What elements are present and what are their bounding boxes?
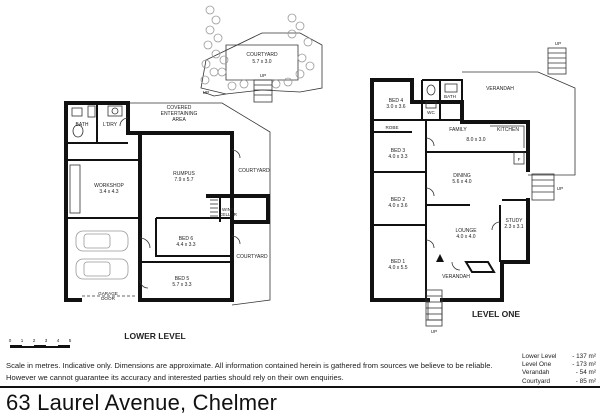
bed4-dims: 3.0 x 3.6	[386, 104, 405, 110]
garage-cars	[75, 230, 129, 280]
area-row: Lower Level - 137 m²	[522, 353, 596, 361]
upper-bath-label: BATH	[444, 94, 456, 99]
workshop-name: WORKSHOP	[94, 183, 124, 189]
lower-level-title: LOWER LEVEL	[124, 331, 185, 341]
bed4-name: BED 4	[389, 98, 404, 104]
lounge-dims: 4.0 x 4.0	[456, 234, 475, 240]
north-arrow-icon	[436, 254, 444, 262]
bed3-dims: 4.0 x 3.3	[388, 154, 407, 160]
garage-door-2: DOOR	[101, 296, 115, 301]
dining-dims: 5.6 x 4.0	[452, 179, 471, 185]
area-label: Level One	[522, 361, 552, 369]
fridge-label: F	[518, 157, 521, 162]
area-row: Verandah - 54 m²	[522, 369, 596, 377]
bed1-name: BED 1	[391, 259, 406, 265]
area-value: - 173 m²	[572, 361, 596, 369]
wc-label: WC	[427, 110, 435, 115]
bed6-dims: 4.4 x 3.3	[176, 242, 195, 248]
workshop-dims: 3.4 x 4.3	[99, 189, 118, 195]
garden-plants	[200, 5, 315, 91]
lower-bath: BATH	[76, 122, 89, 128]
lower-up-label: UP	[203, 90, 209, 95]
upper-bath-fixtures	[425, 83, 458, 109]
south-stairs	[425, 289, 443, 327]
area-value: - 85 m²	[575, 377, 596, 385]
bed2-name: BED 2	[391, 197, 406, 203]
north-stairs-up: UP	[555, 41, 561, 46]
area-row: Level One - 173 m²	[522, 361, 596, 369]
area-label: Lower Level	[522, 353, 557, 360]
area-label: Verandah	[522, 369, 550, 377]
courtyard-top-dims: 5.7 x 3.0	[252, 59, 271, 65]
level-one-title: LEVEL ONE	[472, 309, 520, 319]
verandah-top: VERANDAH	[486, 86, 514, 92]
lounge-name: LOUNGE	[455, 228, 477, 234]
area-value: - 54 m²	[575, 369, 596, 377]
east-stairs	[531, 173, 555, 201]
disclaimer: Scale in metres. Indicative only. Dimens…	[6, 361, 493, 382]
south-stairs-up: UP	[431, 329, 437, 334]
scale-tick-1: 1	[21, 338, 24, 343]
lower-laundry: L'DRY	[103, 122, 118, 128]
workbench	[69, 164, 81, 214]
courtyard-south: COURTYARD	[236, 254, 268, 260]
lower-stairs	[210, 199, 218, 217]
scale-tick-5: 5	[69, 338, 72, 343]
lower-doors	[119, 117, 241, 289]
area-summary: Lower Level - 137 m² Level One - 173 m² …	[522, 353, 596, 386]
kitchen-label: KITCHEN	[497, 127, 519, 133]
courtyard-east: COURTYARD	[238, 168, 270, 174]
area-row: Courtyard - 85 m²	[522, 378, 596, 386]
east-stairs-up: UP	[557, 186, 563, 191]
scale-tick-0: 0	[9, 338, 12, 343]
bed5-name: BED 5	[175, 276, 190, 282]
bed5-dims: 5.7 x 3.3	[172, 282, 191, 288]
wine-line-2: CELLAR	[219, 212, 238, 217]
upper-doors	[425, 137, 501, 271]
covered-line-2: ENTERTAINING	[161, 111, 198, 117]
rumpus-dims: 7.9 x 5.7	[174, 177, 193, 183]
bed3-name: BED 3	[391, 148, 406, 154]
area-label: Courtyard	[522, 377, 551, 385]
robe-label: ROBE	[385, 125, 398, 130]
property-address: 63 Laurel Avenue, Chelmer	[6, 390, 278, 415]
garage-door-1: GARAGE	[98, 291, 118, 296]
divider-rule	[0, 386, 600, 388]
bath-fixtures	[71, 105, 123, 138]
courtyard-top-up: UP	[260, 73, 266, 78]
study-name: STUDY	[506, 218, 524, 224]
scale-tick-2: 2	[33, 338, 36, 343]
fridge	[513, 151, 525, 165]
covered-line-1: COVERED	[167, 105, 192, 111]
courtyard-top: COURTYARD 5.7 x 3.0 UP UP	[200, 5, 323, 103]
courtyard-steps	[253, 79, 273, 103]
wine-line-1: WINE	[222, 207, 234, 212]
scale-bar: 0 1 2 3 4 5	[9, 338, 72, 348]
courtyard-top-name: COURTYARD	[246, 52, 278, 58]
bed6-name: BED 6	[179, 236, 194, 242]
level-one-plan: BED 4 3.0 x 3.6 WC BATH VERANDAH ROBE FA…	[370, 41, 576, 334]
rumpus-name: RUMPUS	[173, 171, 195, 177]
bed2-dims: 4.0 x 3.6	[388, 203, 407, 209]
dining-name: DINING	[453, 173, 471, 179]
covered-line-3: AREA	[172, 117, 186, 123]
area-value: - 137 m²	[572, 353, 596, 360]
bed1-dims: 4.0 x 5.5	[388, 265, 407, 271]
north-stairs	[547, 47, 567, 75]
family-dims: 8.0 x 3.0	[466, 137, 485, 143]
verandah-bottom: VERANDAH	[442, 274, 470, 280]
lower-level-plan: BATH L'DRY COVERED ENTERTAINING AREA WOR…	[64, 101, 271, 341]
scale-tick-4: 4	[57, 338, 60, 343]
scale-tick-3: 3	[45, 338, 48, 343]
study-dims: 2.3 x 3.1	[504, 224, 523, 230]
family-name: FAMILY	[449, 127, 467, 133]
